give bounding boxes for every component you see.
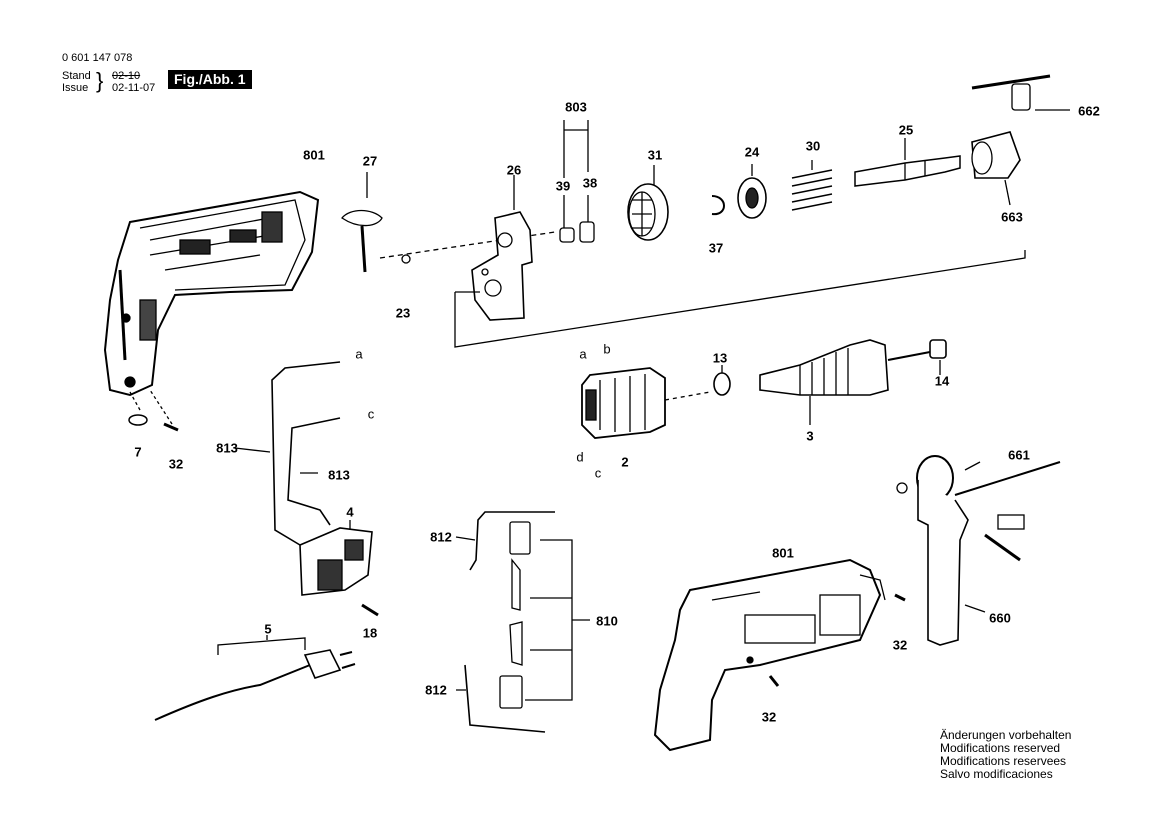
part-5-cable-drawing (154, 635, 356, 721)
part-label-32-bottom: 32 (761, 709, 777, 725)
part-label-813-b: 813 (328, 467, 350, 483)
auxiliary-handle-drawing (896, 455, 1061, 646)
part-31-gear-drawing (627, 165, 669, 241)
part-26-drawing (471, 175, 533, 321)
part-label-14: 14 (934, 373, 950, 389)
part-label-810: 810 (596, 613, 618, 629)
part-label-661: 661 (1008, 447, 1030, 463)
part-label-2: 2 (621, 454, 629, 470)
box-outline (454, 250, 1026, 348)
stator-letter-a: a (579, 346, 587, 362)
part-663-chuck-drawing (971, 131, 1021, 206)
part-813-wires-drawing (234, 361, 341, 546)
part-label-801-bottom: 801 (772, 545, 794, 561)
part-label-38: 38 (582, 175, 598, 191)
figure-label: Fig./Abb. 1 (168, 70, 252, 89)
part-label-3: 3 (806, 428, 814, 444)
note-line: Änderungen vorbehalten (940, 728, 1072, 742)
part-24-bearing-drawing (737, 164, 767, 219)
housing-half-drawing (103, 190, 320, 397)
modification-notes: Änderungen vorbehalten Modifications res… (940, 729, 1071, 781)
part-label-24: 24 (744, 144, 760, 160)
part-label-26: 26 (506, 162, 522, 178)
part-label-812-top: 812 (430, 529, 452, 545)
part-label-18: 18 (362, 625, 378, 641)
stand-label: Stand (62, 70, 91, 82)
part-37-drawing (711, 195, 725, 216)
part-label-31: 31 (647, 147, 663, 163)
part-label-663: 663 (1001, 209, 1023, 225)
part-label-660: 660 (989, 610, 1011, 626)
part-label-812-bottom: 812 (425, 682, 447, 698)
part-label-13: 13 (712, 350, 728, 366)
part-label-25: 25 (898, 122, 914, 138)
part-2-stator-drawing (581, 367, 711, 439)
part-25-spindle-drawing (854, 138, 961, 187)
wire-letter-a: a (355, 346, 363, 362)
part-label-7: 7 (134, 444, 142, 460)
stator-letter-c: c (594, 465, 602, 481)
part-label-662: 662 (1078, 103, 1100, 119)
parts-810-812-drawing (455, 511, 590, 733)
part-label-803: 803 (565, 99, 587, 115)
note-line: Salvo modificaciones (940, 767, 1053, 781)
part-label-801-top: 801 (303, 147, 325, 163)
part-14-drawing (929, 339, 947, 359)
part-3-armature-drawing (759, 339, 931, 425)
part-label-23: 23 (395, 305, 411, 321)
wire-letter-c: c (367, 406, 375, 422)
issue-value: 02-11-07 (112, 82, 156, 94)
part-label-27: 27 (362, 153, 378, 169)
note-line: Modifications reservees (940, 754, 1067, 768)
part-label-5: 5 (264, 621, 272, 637)
part-label-32-right: 32 (892, 637, 908, 653)
part-label-32-left: 32 (168, 456, 184, 472)
assembled-drill-drawing (653, 558, 906, 752)
part-label-39: 39 (555, 178, 571, 194)
part-label-4: 4 (346, 504, 354, 520)
part-label-813-a: 813 (216, 440, 238, 456)
part-13-drawing (713, 372, 731, 396)
part-label-37: 37 (708, 240, 724, 256)
stator-letter-d: d (576, 449, 584, 465)
part-27-drawing (341, 172, 411, 273)
part-4-switch-drawing (299, 520, 379, 617)
part-7-32-drawing (128, 389, 179, 432)
issue-label: Issue (62, 82, 89, 94)
doc-number: 0 601 147 078 (62, 52, 133, 64)
parts-38-39-drawing (559, 120, 595, 243)
part-662-key-drawing (971, 74, 1070, 111)
part-label-30: 30 (805, 138, 821, 154)
stand-value: 02-10 (112, 70, 141, 82)
note-line: Modifications reserved (940, 741, 1061, 755)
brace-icon: } (96, 68, 104, 93)
stator-letter-b: b (603, 341, 611, 357)
part-30-spring-drawing (791, 169, 833, 211)
